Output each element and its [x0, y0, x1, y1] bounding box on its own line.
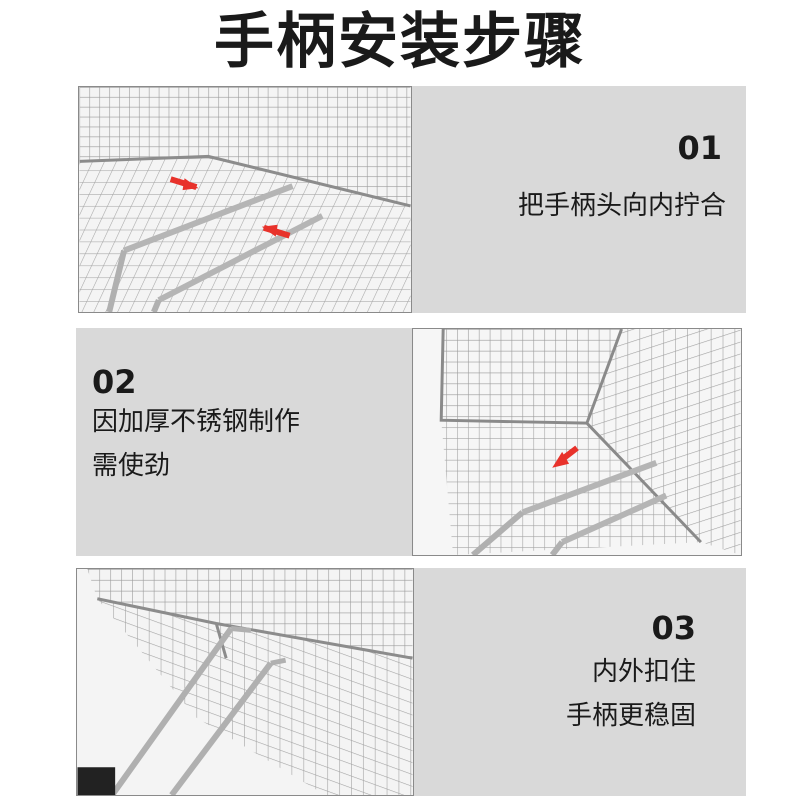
- step-2-text-line-1: 因加厚不锈钢制作: [92, 407, 301, 437]
- step-3-text-line-2: 手柄更稳固: [565, 701, 696, 731]
- step-2-text-line-2: 需使劲: [92, 451, 171, 481]
- step-1-text: 把手柄头向内拧合: [517, 191, 726, 221]
- step-1-panel: 01 把手柄头向内拧合: [412, 86, 746, 313]
- step-2-photo: [412, 328, 742, 556]
- step-2-panel: 02 因加厚不锈钢制作 需使劲: [76, 328, 412, 556]
- step-1-photo: [78, 86, 412, 313]
- basket-image-3: [77, 569, 413, 795]
- step-1-number: 01: [677, 129, 722, 167]
- step-3-panel: 03 内外扣住 手柄更稳固: [414, 568, 746, 796]
- step-2-number: 02: [92, 363, 137, 401]
- basket-image-1: [79, 87, 411, 312]
- basket-image-2: [413, 329, 741, 555]
- handle-grip: [77, 767, 116, 795]
- step-3-number: 03: [651, 609, 696, 647]
- step-3-text-line-1: 内外扣住: [591, 657, 696, 687]
- page-title: 手柄安装步骤: [214, 7, 586, 77]
- step-3-photo: [76, 568, 414, 796]
